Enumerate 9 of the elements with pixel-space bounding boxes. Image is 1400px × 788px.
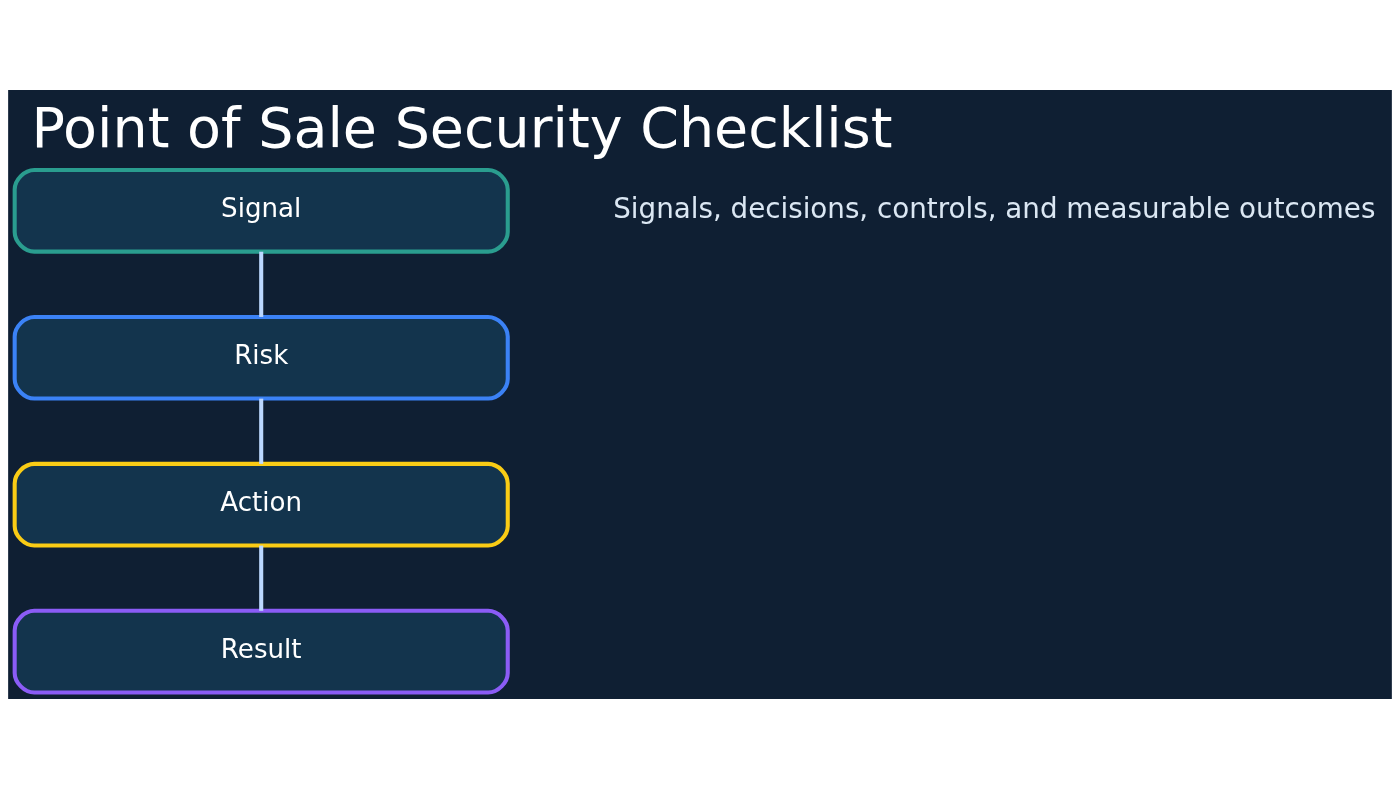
node-box: Signal xyxy=(12,167,510,254)
label: Signals, decisions, controls, and measurable outcomes xyxy=(613,191,1376,225)
connector xyxy=(259,545,264,611)
diagram-title: Point of Sale Security Checklist xyxy=(31,94,893,160)
node-box: Result xyxy=(12,608,510,694)
node-box: Risk xyxy=(12,314,510,401)
connector xyxy=(259,398,264,464)
connector xyxy=(259,251,264,317)
node-box: Action xyxy=(12,461,510,548)
